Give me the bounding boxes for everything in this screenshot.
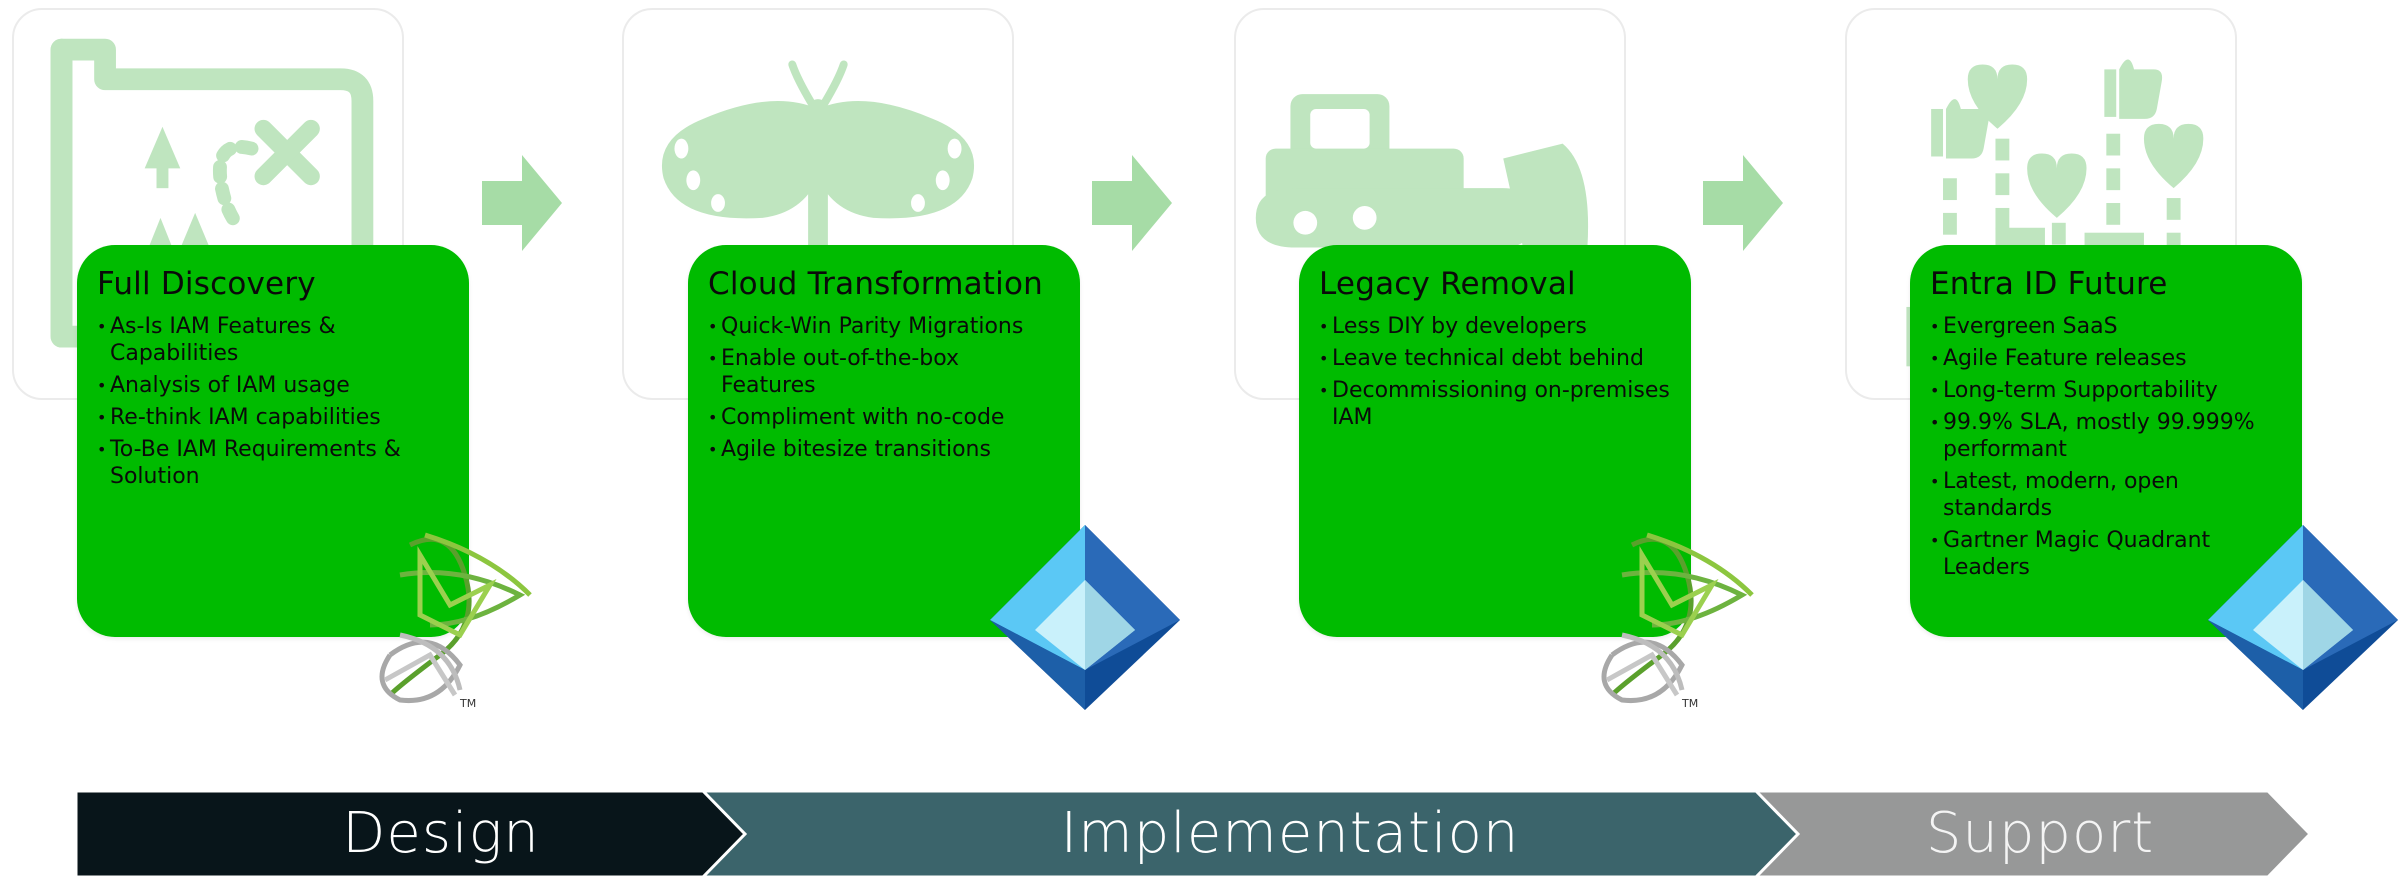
step-4-bullet: Agile Feature releases	[1930, 345, 2282, 372]
design-phase-shape	[76, 791, 748, 877]
phase-bar	[76, 791, 2310, 877]
trademark-label: TM	[1681, 697, 1698, 710]
bulldozer-icon	[1255, 94, 1589, 248]
step-1-bullet: As-Is IAM Features & Capabilities	[97, 313, 449, 367]
step-3-card: Legacy Removal Less DIY by developers Le…	[1299, 245, 1691, 637]
step-4-bullet: Gartner Magic Quadrant Leaders	[1930, 527, 2282, 581]
step-1-bullet: Re-think IAM capabilities	[97, 404, 449, 431]
phase-label-implementation: Implementation	[1060, 801, 1520, 866]
step-4-bullet: Evergreen SaaS	[1930, 313, 2282, 340]
trademark-label: TM	[459, 697, 476, 710]
step-4-card: Entra ID Future Evergreen SaaS Agile Fea…	[1910, 245, 2302, 637]
step-1-bullet: To-Be IAM Requirements & Solution	[97, 436, 449, 490]
butterfly-icon	[661, 60, 975, 258]
step-1-title: Full Discovery	[97, 266, 316, 302]
sharepoint-mim-logo-icon: TM	[1592, 515, 1762, 715]
step-2-bullet: Enable out-of-the-box Features	[708, 345, 1060, 399]
step-3-bullet-list: Less DIY by developers Leave technical d…	[1319, 313, 1671, 431]
step-1-bullet-list: As-Is IAM Features & Capabilities Analys…	[97, 313, 449, 490]
entra-id-logo-icon	[2203, 520, 2403, 710]
phase-label-design: Design	[342, 801, 540, 866]
step-2-card: Cloud Transformation Quick-Win Parity Mi…	[688, 245, 1080, 637]
step-2-title: Cloud Transformation	[708, 266, 1043, 302]
step-3-bullet: Less DIY by developers	[1319, 313, 1671, 340]
step-2-bullet-list: Quick-Win Parity Migrations Enable out-o…	[708, 313, 1060, 463]
step-3-title: Legacy Removal	[1319, 266, 1576, 302]
sharepoint-mim-logo-icon: TM	[370, 515, 540, 715]
flow-arrow-1-icon	[482, 155, 562, 251]
step-4-bullet: 99.9% SLA, mostly 99.999% performant	[1930, 409, 2282, 463]
treasure-map-icon	[50, 38, 374, 348]
step-2-bullet: Agile bitesize transitions	[708, 436, 1060, 463]
flow-arrow-3-icon	[1703, 155, 1783, 251]
step-2-bullet: Quick-Win Parity Migrations	[708, 313, 1060, 340]
step-4-bullet: Long-term Supportability	[1930, 377, 2282, 404]
step-4-title: Entra ID Future	[1930, 266, 2168, 302]
entra-id-logo-icon	[985, 520, 1185, 710]
step-4-bullet: Latest, modern, open standards	[1930, 468, 2282, 522]
step-2-bullet: Compliment with no-code	[708, 404, 1060, 431]
flow-arrow-2-icon	[1092, 155, 1172, 251]
step-3-bullet: Leave technical debt behind	[1319, 345, 1671, 372]
step-4-bullet-list: Evergreen SaaS Agile Feature releases Lo…	[1930, 313, 2282, 581]
step-1-bullet: Analysis of IAM usage	[97, 372, 449, 399]
phase-label-support: Support	[1925, 801, 2155, 866]
step-3-bullet: Decommissioning on-premises IAM	[1319, 377, 1671, 431]
step-1-card: Full Discovery As-Is IAM Features & Capa…	[77, 245, 469, 637]
